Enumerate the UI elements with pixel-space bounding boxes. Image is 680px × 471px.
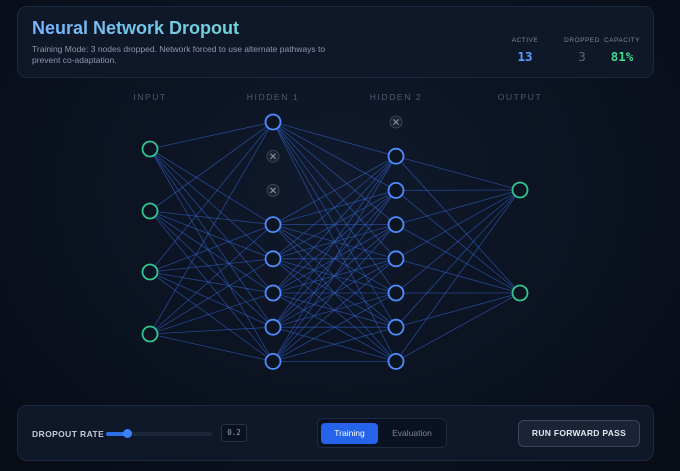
- hidden-node: [264, 216, 282, 234]
- connection-line: [272, 155, 397, 260]
- connection-line: [149, 224, 274, 273]
- slider-fill: [106, 432, 128, 436]
- connection-line: [149, 148, 274, 225]
- nodes: [141, 113, 529, 370]
- connection-line: [395, 189, 521, 362]
- hidden-node: [387, 250, 405, 268]
- dropped-node: [389, 115, 403, 129]
- connection-line: [272, 326, 397, 362]
- layer-label-hidden-2: HIDDEN 2: [369, 92, 423, 102]
- hidden-node: [264, 284, 282, 302]
- connection-line: [395, 155, 521, 191]
- stat-active: ACTIVE 13: [500, 37, 550, 64]
- stat-dropped: DROPPED 3: [557, 37, 607, 64]
- connection-line: [272, 121, 397, 225]
- hidden-node: [264, 250, 282, 268]
- connection-line: [149, 224, 274, 335]
- connection-line: [149, 271, 274, 328]
- hidden-node: [387, 352, 405, 370]
- connection-line: [149, 258, 274, 273]
- stat-active-label: ACTIVE: [511, 37, 539, 44]
- stat-active-value: 13: [517, 49, 533, 64]
- stat-capacity-label: CAPACITY: [603, 37, 641, 44]
- hidden-node: [387, 147, 405, 165]
- dropout-rate-slider[interactable]: [106, 428, 212, 440]
- layer-label-hidden-1: HIDDEN 1: [246, 92, 300, 102]
- hidden-node: [387, 216, 405, 234]
- connection-line: [272, 224, 397, 362]
- input-node: [141, 263, 159, 281]
- connection-line: [149, 292, 274, 335]
- dropout-rate-label: DROPOUT RATE: [32, 429, 105, 439]
- stat-dropped-label: DROPPED: [564, 37, 600, 44]
- connection-line: [395, 189, 521, 260]
- layer-label-input: INPUT: [133, 92, 167, 102]
- connection-line: [272, 292, 397, 362]
- connection-line: [149, 148, 274, 362]
- layer-label-output: OUTPUT: [497, 92, 543, 102]
- connection-line: [395, 189, 521, 225]
- output-node: [511, 284, 529, 302]
- network-diagram: [141, 113, 529, 370]
- evaluation-mode-button[interactable]: Evaluation: [392, 428, 432, 438]
- connection-line: [272, 258, 397, 362]
- hidden-node: [387, 284, 405, 302]
- input-node: [141, 325, 159, 343]
- mode-toggle: Training Evaluation: [317, 418, 447, 448]
- connection-line: [149, 210, 274, 260]
- connection-line: [149, 258, 274, 335]
- connection-line: [149, 121, 274, 150]
- slider-track: [106, 432, 212, 436]
- header-panel: Neural Network Dropout Training Mode: 3 …: [17, 6, 654, 78]
- training-mode-button[interactable]: Training: [321, 423, 378, 444]
- slider-thumb[interactable]: [122, 429, 132, 438]
- connections: [149, 121, 521, 362]
- dropped-node: [266, 183, 280, 197]
- stat-dropped-value: 3: [578, 49, 586, 64]
- connection-line: [149, 148, 274, 328]
- input-node: [141, 202, 159, 220]
- connection-line: [149, 148, 274, 294]
- connection-line: [395, 189, 521, 294]
- connection-line: [149, 121, 274, 273]
- hidden-node: [264, 113, 282, 131]
- connection-line: [149, 326, 274, 335]
- page-title: Neural Network Dropout: [32, 18, 240, 38]
- connection-line: [272, 121, 397, 191]
- output-node: [511, 181, 529, 199]
- dropped-node: [266, 149, 280, 163]
- mode-description: Training Mode: 3 nodes dropped. Network …: [32, 44, 326, 65]
- hidden-node: [387, 318, 405, 336]
- connection-line: [149, 271, 274, 294]
- input-node: [141, 140, 159, 158]
- connection-line: [149, 121, 274, 335]
- stat-capacity-value: 81%: [610, 49, 634, 64]
- connection-line: [149, 271, 274, 362]
- connection-line: [149, 121, 274, 212]
- connection-line: [149, 210, 274, 225]
- run-forward-pass-button[interactable]: RUN FORWARD PASS: [518, 420, 640, 447]
- connection-line: [149, 148, 274, 260]
- connection-line: [395, 189, 521, 328]
- hidden-node: [387, 181, 405, 199]
- connection-line: [149, 210, 274, 294]
- connection-line: [395, 292, 521, 328]
- connection-line: [395, 292, 521, 362]
- connection-line: [272, 155, 397, 294]
- connection-line: [272, 155, 397, 225]
- connection-line: [272, 190, 397, 362]
- hidden-node: [264, 318, 282, 336]
- control-panel: DROPOUT RATE 0.2 Training Evaluation RUN…: [17, 405, 654, 461]
- connection-line: [149, 333, 274, 362]
- dropout-rate-value: 0.2: [221, 424, 247, 442]
- connection-line: [272, 155, 397, 328]
- hidden-node: [264, 352, 282, 370]
- connection-line: [149, 210, 274, 328]
- stat-capacity: CAPACITY 81%: [596, 37, 648, 64]
- connection-line: [149, 210, 274, 362]
- connection-line: [272, 121, 397, 157]
- connection-line: [272, 155, 397, 362]
